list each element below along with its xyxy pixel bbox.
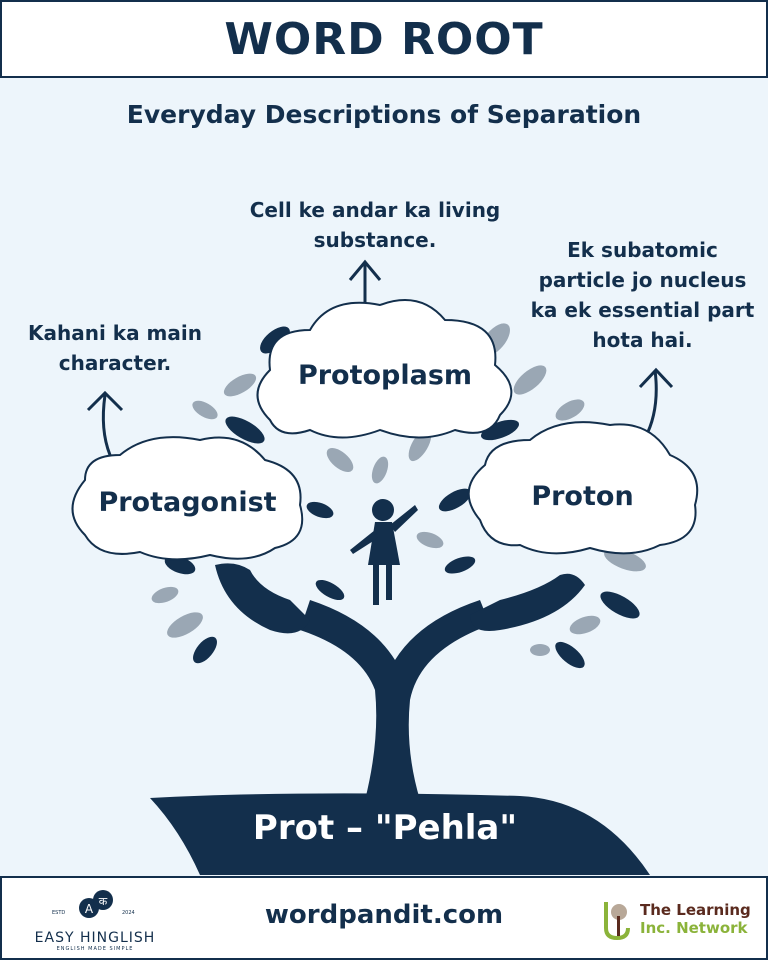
cloud-proton	[467, 421, 699, 555]
left-hand	[215, 563, 310, 634]
ground	[150, 793, 650, 875]
word-protagonist: Protagonist	[98, 487, 277, 518]
logo-estd: ESTD	[52, 910, 66, 916]
word-proton: Proton	[531, 481, 634, 512]
tree-logo-icon	[604, 902, 630, 940]
cloud-protagonist	[71, 436, 304, 561]
logo-a: A	[85, 902, 94, 916]
site-link[interactable]: wordpandit.com	[264, 900, 504, 930]
root-label: Prot – "Pehla"	[252, 808, 518, 848]
speech-bubbles-icon: A क	[79, 890, 113, 918]
footer: A क ESTD 2024 EASY HINGLISH ENGLISH MADE…	[0, 876, 768, 960]
right-hand	[470, 573, 585, 631]
subtitle: Everyday Descriptions of Separation	[126, 100, 642, 129]
logo-line1: The Learning	[640, 901, 751, 919]
logo-name: EASY HINGLISH	[34, 930, 156, 946]
definition-protoplasm: Cell ke andar ka living substance.	[249, 198, 501, 252]
child-figure	[350, 499, 418, 605]
logo-line2: Inc. Network	[640, 919, 748, 937]
page-title: WORD ROOT	[224, 13, 544, 65]
logo-tagline: ENGLISH MADE SIMPLE	[56, 946, 134, 952]
trunk	[300, 600, 490, 800]
logo-year: 2024	[122, 910, 135, 916]
definition-protagonist: Kahani ka main character.	[28, 321, 202, 375]
definition-proton: Ek subatomic particle jo nucleus ka ek e…	[530, 238, 755, 352]
clouds	[71, 299, 699, 561]
leaves	[151, 323, 646, 669]
cloud-protoplasm	[256, 299, 513, 439]
easy-hinglish-logo: A क ESTD 2024 EASY HINGLISH ENGLISH MADE…	[30, 884, 160, 952]
header: WORD ROOT	[0, 0, 768, 78]
word-protoplasm: Protoplasm	[297, 360, 473, 391]
logo-k: क	[99, 895, 108, 908]
